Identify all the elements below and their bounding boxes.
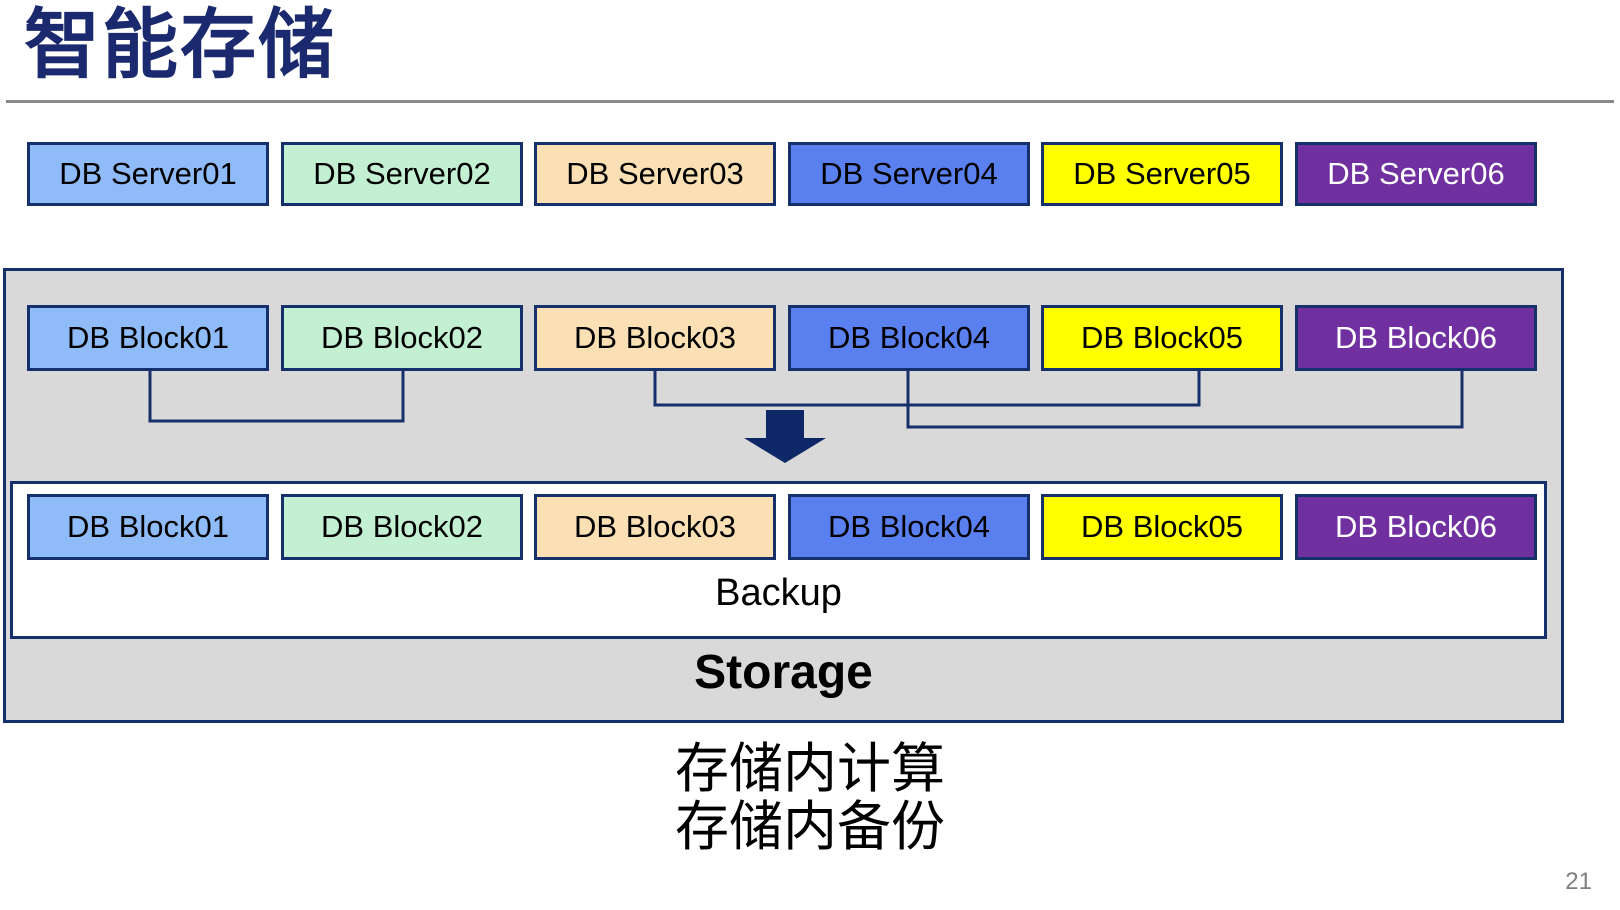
page-number: 21 [1565,868,1592,895]
backup-block-box-3: DB Block03 [534,494,776,560]
db-server-box-6: DB Server06 [1295,142,1537,206]
backup-block-box-5: DB Block05 [1041,494,1283,560]
db-block-box-2: DB Block02 [281,305,523,371]
backup-block-box-4: DB Block04 [788,494,1030,560]
storage-label: Storage [694,646,873,699]
backup-block-box-6: DB Block06 [1295,494,1537,560]
backup-block-box-1: DB Block01 [27,494,269,560]
caption-line-2: 存储内备份 [675,797,945,857]
db-server-box-4: DB Server04 [788,142,1030,206]
backup-block-box-2: DB Block02 [281,494,523,560]
db-block-box-4: DB Block04 [788,305,1030,371]
db-server-box-5: DB Server05 [1041,142,1283,206]
title-divider [6,100,1614,103]
db-block-box-5: DB Block05 [1041,305,1283,371]
caption-text: 存储内计算 存储内备份 [0,740,1620,856]
caption-line-1: 存储内计算 [675,739,945,799]
db-block-box-1: DB Block01 [27,305,269,371]
db-block-box-6: DB Block06 [1295,305,1537,371]
db-server-box-1: DB Server01 [27,142,269,206]
page-title: 智能存储 [24,3,336,88]
db-server-box-2: DB Server02 [281,142,523,206]
backup-label: Backup [715,572,842,614]
db-block-box-3: DB Block03 [534,305,776,371]
db-server-box-3: DB Server03 [534,142,776,206]
